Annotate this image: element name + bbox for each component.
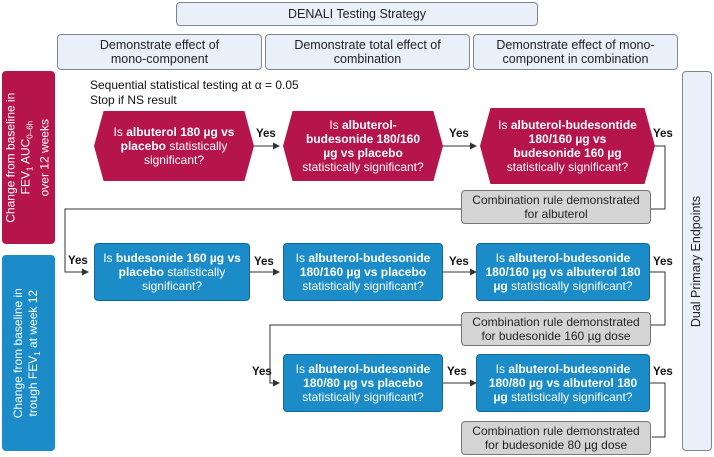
- yes-label: Yes: [68, 255, 88, 267]
- rule-line: for budesonide 80 µg dose: [484, 438, 628, 452]
- test-text-bold: albuterol-budesonide 180/80 µg vs albute…: [488, 362, 638, 404]
- test-text: Is: [103, 251, 116, 265]
- dual-primary-endpoints-text: Dual Primary Endpoints: [689, 195, 704, 327]
- test-text: Is: [495, 362, 509, 376]
- endpoint-label-sub: 0–6h: [26, 120, 36, 139]
- endpoint-label-line: Change from baseline in: [11, 287, 26, 419]
- test-text: statistically significant?: [506, 160, 629, 174]
- test-text: statistically significant?: [507, 279, 633, 293]
- test-text: Is: [295, 362, 309, 376]
- yes-label: Yes: [254, 256, 274, 268]
- test-text: Is: [495, 251, 509, 265]
- test-text-bold: albuterol-budesonide 180/160 µg vs albut…: [485, 251, 641, 293]
- test-text: statistically significant?: [302, 279, 424, 293]
- rule-line: Combination rule demonstrated: [472, 315, 640, 329]
- title-box: DENALI Testing Strategy: [176, 2, 538, 26]
- column-header-line: Demonstrate total effect of: [294, 38, 441, 52]
- column-header-mono-in-combo: Demonstrate effect of mono-component in …: [473, 34, 678, 70]
- page-title: DENALI Testing Strategy: [287, 7, 427, 21]
- endpoint-label-sub: 1: [26, 166, 36, 171]
- endpoint-label-part: AUC: [18, 138, 33, 167]
- yes-label: Yes: [449, 256, 469, 268]
- test-budesonide-vs-placebo: Is budesonide 160 µg vs placebo statisti…: [94, 243, 250, 301]
- yes-label: Yes: [653, 366, 673, 378]
- yes-label: Yes: [447, 366, 467, 378]
- endpoint-label-part: at week 12: [26, 289, 41, 352]
- test-text-bold: albuterol-budesonide 180/160 µg vs place…: [299, 251, 431, 279]
- yes-label: Yes: [449, 128, 469, 140]
- test-text-bold: albuterol-budesonide 180/80 µg vs placeb…: [303, 362, 431, 390]
- test-text-bold: albuterol-budesonide 180/160 µg vs place…: [305, 118, 421, 160]
- test-combo-180-80-vs-albuterol: Is albuterol-budesonide 180/80 µg vs alb…: [476, 354, 650, 412]
- test-text: statistically significant?: [141, 265, 226, 293]
- test-text-bold: albuterol-budesontide 180/160 µg vs bude…: [510, 118, 637, 160]
- test-combo-vs-budesonide: Is albuterol-budesontide 180/160 µg vs b…: [480, 108, 655, 184]
- testing-note-line: Sequential statistical testing at α = 0.…: [90, 78, 299, 92]
- endpoint-label-trough-fev1: Change from baseline in trough FEV1 at w…: [2, 255, 55, 451]
- test-combo-180-160-vs-placebo-fev1: Is albuterol-budesonide 180/160 µg vs pl…: [283, 111, 443, 181]
- yes-label: Yes: [653, 128, 673, 140]
- endpoint-label-sub: 1: [33, 351, 43, 356]
- test-combo-180-80-vs-placebo: Is albuterol-budesonide 180/80 µg vs pla…: [283, 354, 443, 412]
- testing-note-line: Stop if NS result: [90, 93, 177, 107]
- test-text: statistically significant?: [302, 390, 424, 404]
- yes-label: Yes: [252, 366, 272, 378]
- test-text: statistically significant?: [143, 139, 228, 167]
- test-text: statistically significant?: [507, 390, 633, 404]
- test-text: Is: [295, 251, 309, 265]
- test-text: Is: [113, 125, 127, 139]
- connector-r1-to-r2: [64, 145, 666, 276]
- yes-label: Yes: [653, 256, 673, 268]
- test-albuterol-vs-placebo: Is albuterol 180 µg vs placebo statistic…: [94, 111, 254, 181]
- endpoint-label-line: Change from baseline in: [3, 92, 18, 223]
- endpoint-label-fev1-auc: Change from baseline in FEV1 AUC0–6h ove…: [2, 71, 55, 244]
- column-header-line: mono-component: [110, 52, 209, 66]
- column-header-line: Demonstrate effect of mono-: [496, 38, 655, 52]
- test-text: Is: [498, 118, 511, 132]
- column-header-line: combination: [333, 52, 402, 66]
- rule-line: Combination rule demonstrated: [472, 193, 640, 207]
- rule-line: for albuterol: [524, 207, 588, 221]
- test-text-bold: albuterol 180 µg vs placebo: [120, 125, 235, 153]
- endpoint-label-part: trough FEV: [26, 355, 41, 417]
- endpoint-label-part: FEV: [18, 170, 33, 195]
- yes-label: Yes: [256, 128, 276, 140]
- test-combo-180-160-vs-albuterol: Is albuterol-budesonide 180/160 µg vs al…: [476, 243, 650, 301]
- column-header-line: component in combination: [502, 52, 649, 66]
- rule-line: for budesonide 160 µg dose: [481, 329, 631, 343]
- connector-r3-end: [650, 382, 666, 438]
- test-text-bold: budesonide 160 µg vs placebo: [115, 251, 241, 279]
- column-header-line: Demonstrate effect of: [99, 38, 220, 52]
- test-text: Is: [329, 118, 342, 132]
- test-text: statistically significant?: [302, 160, 424, 174]
- test-combo-180-160-vs-placebo-trough: Is albuterol-budesonide 180/160 µg vs pl…: [283, 243, 443, 301]
- testing-notes: Sequential statistical testing at α = 0.…: [90, 78, 390, 108]
- endpoint-label-line: over 12 weeks: [38, 118, 53, 197]
- dual-primary-endpoints-label: Dual Primary Endpoints: [682, 71, 712, 451]
- rule-line: Combination rule demonstrated: [472, 424, 640, 438]
